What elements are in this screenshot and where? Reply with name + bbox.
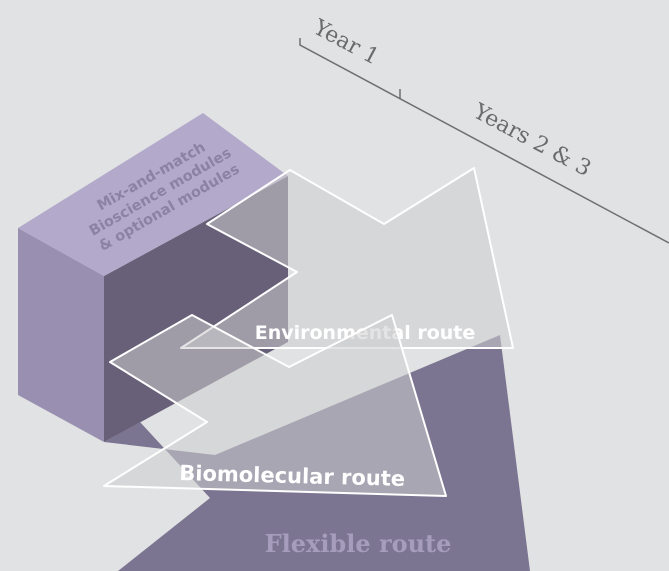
flexible-route-label: Flexible route <box>265 529 452 558</box>
biomolecular-route-arrow: Biomolecular route <box>103 314 447 497</box>
year-1-label: Year 1 <box>308 15 383 71</box>
box-front-face <box>18 228 104 442</box>
environmental-route-arrow: Environmental route <box>180 167 514 349</box>
biomolecular-arrow-shape <box>103 314 447 497</box>
biomolecular-route-label: Biomolecular route <box>179 461 405 491</box>
box-top-face <box>18 113 288 276</box>
timeline-axis <box>299 38 669 244</box>
